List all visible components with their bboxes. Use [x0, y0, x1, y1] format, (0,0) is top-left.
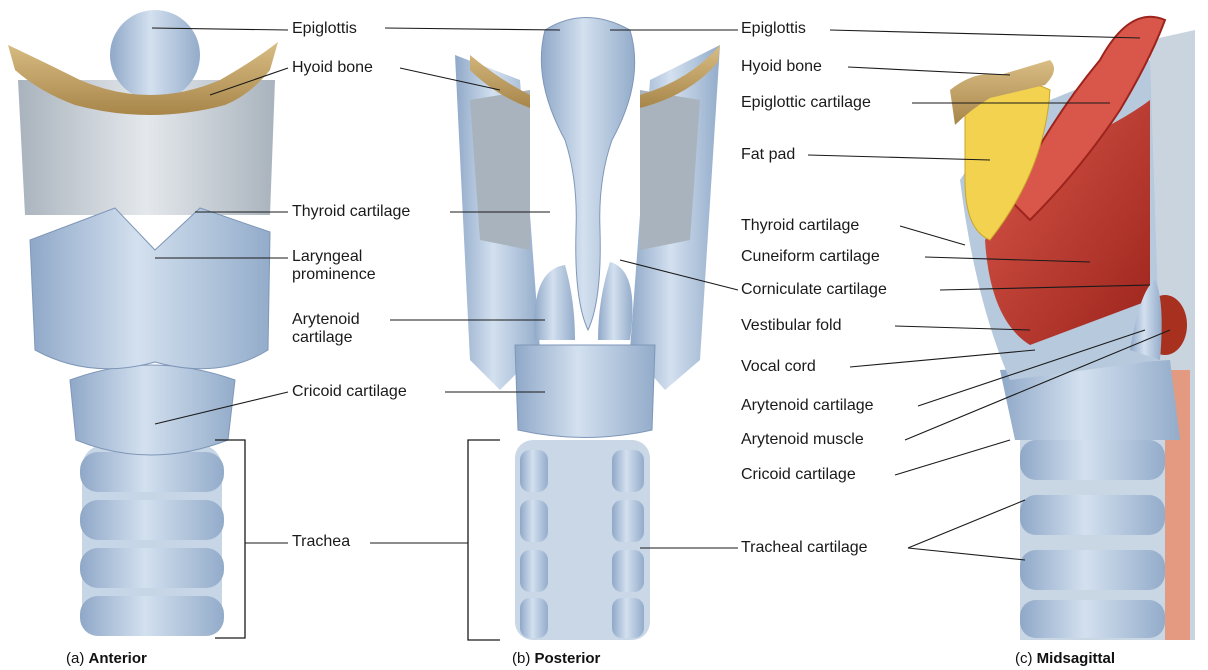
label-vocal: Vocal cord: [741, 358, 816, 376]
label-epiglottic: Epiglottic cartilage: [741, 94, 871, 112]
label-cuneiform: Cuneiform cartilage: [741, 248, 880, 266]
caption-posterior: (b) Posterior: [512, 650, 600, 667]
caption-midsagittal: (c) Midsagittal: [1015, 650, 1115, 667]
label-cricoid-c: Cricoid cartilage: [741, 466, 856, 484]
label-tracheal: Tracheal cartilage: [741, 539, 868, 557]
label-cricoid-a: Cricoid cartilage: [292, 383, 407, 401]
label-thyroid-a: Thyroid cartilage: [292, 203, 410, 221]
posterior-arytenoid: [534, 265, 575, 340]
caption-anterior-letter: (a): [66, 650, 84, 667]
caption-midsagittal-letter: (c): [1015, 650, 1033, 667]
caption-midsagittal-view: Midsagittal: [1037, 650, 1115, 667]
anterior-cricoid: [70, 365, 235, 455]
posterior-cricoid: [515, 345, 655, 438]
label-arytenoid-a-2: cartilage: [292, 329, 352, 347]
posterior-larynx-illustration: [455, 18, 720, 641]
label-vestibular: Vestibular fold: [741, 317, 842, 335]
anterior-thyroid: [30, 208, 270, 369]
label-laryngeal: Laryngeal: [292, 248, 362, 266]
label-arytenoid-muscle: Arytenoid muscle: [741, 431, 864, 449]
label-epiglottis-a: Epiglottis: [292, 20, 357, 38]
anterior-larynx-illustration: [8, 10, 278, 638]
caption-posterior-view: Posterior: [535, 650, 601, 667]
posterior-trachea: [515, 440, 650, 640]
caption-anterior: (a) Anterior: [66, 650, 147, 667]
label-prominence: prominence: [292, 266, 376, 284]
label-epiglottis-c: Epiglottis: [741, 20, 806, 38]
label-thyroid-c: Thyroid cartilage: [741, 217, 859, 235]
caption-anterior-view: Anterior: [89, 650, 147, 667]
label-arytenoid-c: Arytenoid cartilage: [741, 397, 874, 415]
caption-posterior-letter: (b): [512, 650, 530, 667]
label-trachea: Trachea: [292, 533, 350, 551]
posterior-trachea-bracket: [468, 440, 500, 640]
anterior-trachea: [80, 445, 224, 636]
label-hyoid-a: Hyoid bone: [292, 59, 373, 77]
label-fat-pad: Fat pad: [741, 146, 795, 164]
anterior-epiglottis: [110, 10, 200, 100]
label-arytenoid-a: Arytenoid: [292, 311, 360, 329]
label-corniculate: Corniculate cartilage: [741, 281, 887, 299]
label-hyoid-c: Hyoid bone: [741, 58, 822, 76]
